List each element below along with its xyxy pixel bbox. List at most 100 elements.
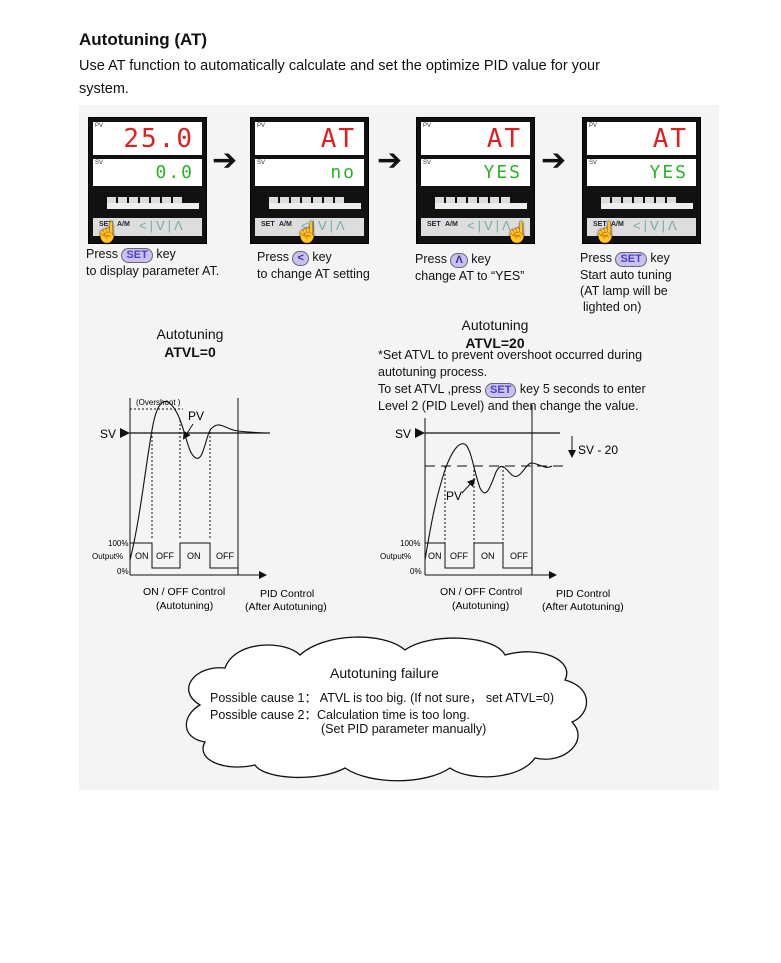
right-arrow-icon: ➔ <box>541 144 567 177</box>
step-text: (AT lamp will be <box>580 284 668 298</box>
pv-label: PV <box>589 123 598 129</box>
page-title: Autotuning (AT) <box>79 30 208 49</box>
pv-readout: AT <box>486 124 522 154</box>
segment-label: ON <box>428 551 442 561</box>
failure-cause-2-detail: (Set PID parameter manually) <box>321 722 487 736</box>
up-key-badge: Λ <box>450 253 468 268</box>
press-label: Press <box>580 251 612 265</box>
sv-label: SV <box>395 427 411 441</box>
segment-label: ON <box>187 551 201 561</box>
left-chart-subtitle: ATVL=0 <box>164 344 216 360</box>
step-caption-3: Press Λ key change AT to “YES” <box>415 251 524 284</box>
pointing-hand-icon: ☝ <box>505 222 530 244</box>
am-key: A/M <box>117 221 130 228</box>
output-waveform <box>425 542 532 569</box>
sv-readout: no <box>330 162 356 183</box>
output-bar <box>107 203 199 209</box>
overshoot-label: (Overshoot ) <box>136 398 181 407</box>
segment-label: OFF <box>216 551 234 561</box>
failure-cause-2: Possible cause 2：Calculation time is too… <box>210 708 470 722</box>
y-100-label: 100% <box>108 539 128 548</box>
step-caption-2: Press < key to change AT setting <box>257 249 370 282</box>
note-line: key 5 seconds to enter <box>519 382 646 396</box>
pv-label: PV <box>446 489 462 503</box>
press-label: Press <box>86 247 118 261</box>
failure-cause-1: Possible cause 1： ATVL is too big. (If n… <box>210 691 555 705</box>
left-chart-title: Autotuning <box>156 326 224 342</box>
am-key: A/M <box>611 221 624 228</box>
am-key: A/M <box>445 221 458 228</box>
indicator-lamps <box>269 191 359 204</box>
left-chart: SV (Overshoot ) PV 100% Output% 0% ON OF… <box>92 398 327 613</box>
sv-label: SV <box>257 160 266 166</box>
pid-phase-sublabel: (After Autotuning) <box>245 601 327 613</box>
pv-readout: AT <box>652 124 688 154</box>
sv-label: SV <box>423 160 432 166</box>
y-axis-label: Output% <box>92 552 123 561</box>
sv-readout: YES <box>649 162 688 183</box>
sv-marker-icon <box>120 428 130 438</box>
press-label: Press <box>415 252 447 266</box>
y-0-label: 0% <box>410 567 422 576</box>
key-word: key <box>312 250 332 264</box>
sv-minus-20-label: SV - 20 <box>578 443 618 457</box>
step-caption-1: Press SET key to display parameter AT. <box>86 246 219 279</box>
right-chart-title: Autotuning <box>461 317 529 333</box>
arrow-keys-icon: <|V|Λ <box>633 218 680 233</box>
keypad: SET A/M <|V|Λ <box>587 218 696 236</box>
left-chart-heading: Autotuning ATVL=0 <box>135 325 245 361</box>
failure-title: Autotuning failure <box>330 665 439 681</box>
pv-label: PV <box>423 123 432 129</box>
step-text: to change AT setting <box>257 267 370 281</box>
output-waveform <box>130 542 238 569</box>
right-chart: SV SV - 20 PV 100% Output% 0% ON OFF ON … <box>380 405 624 613</box>
pv-readout: AT <box>320 124 356 154</box>
set-key: SET <box>99 221 113 228</box>
pv-label: PV <box>95 123 104 129</box>
controller-display-2: PV AT SV no SET A/M <|V|Λ ☝ <box>250 117 369 244</box>
right-arrow-icon: ➔ <box>212 144 238 177</box>
step-text: lighted on) <box>583 300 642 314</box>
note-line: Level 2 (PID Level) and then change the … <box>378 399 639 413</box>
pv-pointer <box>461 478 476 494</box>
key-word: key <box>156 247 176 261</box>
set-key: SET <box>593 221 607 228</box>
indicator-lamps <box>107 191 197 204</box>
pointing-hand-icon: ☝ <box>295 222 320 244</box>
onoff-phase-sublabel: (Autotuning) <box>452 600 509 612</box>
pointing-hand-icon: ☝ <box>95 222 120 244</box>
y-axis-label: Output% <box>380 552 411 561</box>
sv-readout: 0.0 <box>155 162 194 183</box>
key-word: key <box>471 252 491 266</box>
arrow-keys-icon: <|V|Λ <box>467 218 514 233</box>
sv-label: SV <box>589 160 598 166</box>
failure-cloud-shape <box>185 636 588 782</box>
sv-label: SV <box>100 427 116 441</box>
atvl-note: *Set ATVL to prevent overshoot occurred … <box>378 347 646 415</box>
step-text: to display parameter AT. <box>86 264 220 278</box>
output-bar <box>435 203 527 209</box>
step-caption-4: Press SET key Start auto tuning (AT lamp… <box>580 250 672 315</box>
pv-label: PV <box>257 123 266 129</box>
set-key-badge: SET <box>485 383 517 398</box>
note-line: To set ATVL ,press <box>378 382 482 396</box>
segment-label: OFF <box>450 551 468 561</box>
arrow-keys-icon: <|V|Λ <box>301 218 348 233</box>
segment-label: ON <box>481 551 495 561</box>
sv-label: SV <box>95 160 104 166</box>
right-arrow-icon: ➔ <box>377 144 403 177</box>
note-line: autotuning process. <box>378 365 488 379</box>
keypad: SET A/M <|V|Λ <box>255 218 364 236</box>
onoff-phase-label: ON / OFF Control <box>143 586 225 598</box>
onoff-phase-label: ON / OFF Control <box>440 586 522 598</box>
set-key: SET <box>261 221 275 228</box>
arrow-keys-icon: <|V|Λ <box>139 218 186 233</box>
keypad: SET A/M <|V|Λ <box>93 218 202 236</box>
sv-marker-icon <box>415 428 425 438</box>
pv-readout: 25.0 <box>123 124 194 154</box>
pv-label: PV <box>188 409 204 423</box>
segment-label: OFF <box>510 551 528 561</box>
segment-label: OFF <box>156 551 174 561</box>
